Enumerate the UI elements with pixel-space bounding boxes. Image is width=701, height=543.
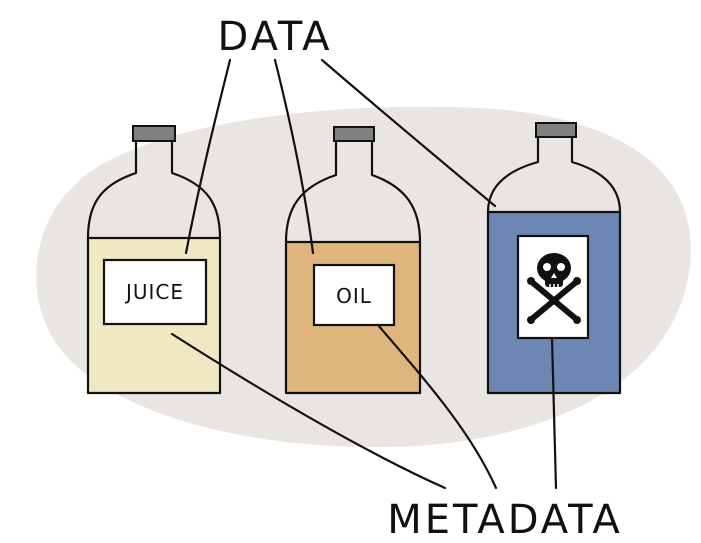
metadata-pointer-juice bbox=[170, 332, 447, 490]
juice-label-box bbox=[102, 258, 208, 326]
data-title: DATA bbox=[217, 14, 332, 60]
metadata-pointer-oil bbox=[376, 323, 498, 490]
data-pointer-juice bbox=[184, 58, 232, 255]
skull-and-crossbones-icon bbox=[527, 253, 581, 324]
oil-label-box bbox=[312, 263, 396, 327]
data-pointer-lines bbox=[184, 58, 497, 255]
oil-bottle-outline bbox=[284, 138, 422, 395]
oil-label-text: OIL bbox=[336, 284, 372, 308]
poison-bottle-cap bbox=[535, 122, 577, 138]
poison-bottle-outline bbox=[486, 134, 622, 395]
poison-bottle bbox=[486, 122, 622, 395]
data-pointer-poison bbox=[320, 58, 497, 208]
metadata-pointer-poison bbox=[550, 336, 558, 490]
metadata-pointer-lines bbox=[170, 323, 558, 490]
juice-bottle: JUICE bbox=[86, 125, 222, 395]
oil-bottle-cap bbox=[333, 126, 375, 142]
oil-bottle: OIL bbox=[284, 126, 422, 395]
metadata-title: METADATA bbox=[387, 497, 623, 543]
juice-label-text: JUICE bbox=[124, 280, 184, 304]
juice-bottle-cap bbox=[132, 125, 176, 142]
data-pointer-oil bbox=[273, 58, 315, 255]
juice-bottle-outline bbox=[86, 138, 222, 395]
